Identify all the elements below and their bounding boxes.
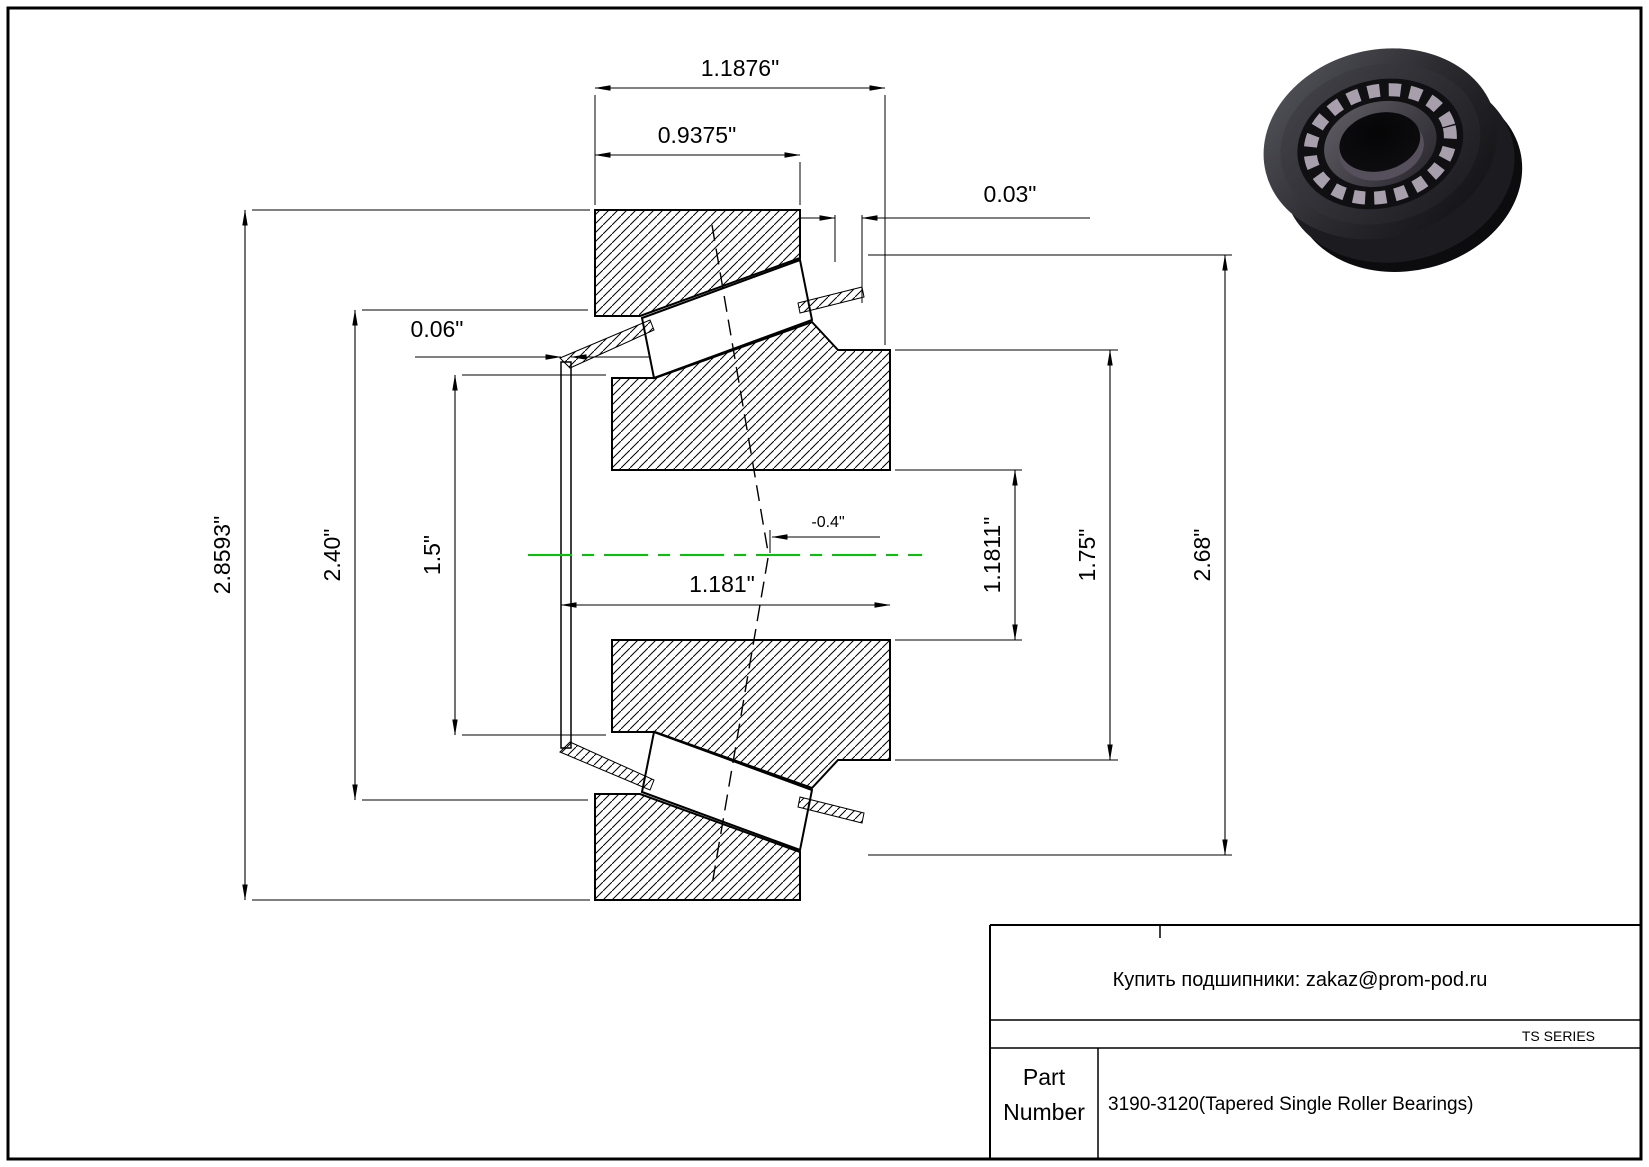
part-label-line2: Number — [1003, 1099, 1085, 1125]
label-cone-width: 1.181" — [689, 571, 755, 597]
extension-lines — [252, 95, 1232, 901]
vendor-note: Купить подшипники: zakaz@prom-pod.ru — [1113, 969, 1488, 991]
title-block: Купить подшипники: zakaz@prom-pod.ru TS … — [989, 924, 1641, 1159]
label-cup-outer-diameter: 2.8593" — [209, 516, 235, 595]
series-label: TS SERIES — [1522, 1028, 1595, 1044]
page-border — [6, 6, 1643, 1161]
bearing-cross-section — [559, 209, 891, 901]
dimension-labels: 1.1876" 0.9375" 0.03" 0.06" 2.8593" 2.40… — [209, 55, 1215, 597]
label-cup-width: 0.9375" — [658, 122, 737, 148]
label-cup-front-standout: 0.03" — [984, 181, 1037, 207]
label-overall-width: 1.1876" — [701, 55, 780, 81]
part-number-value: 3190-3120(Tapered Single Roller Bearings… — [1108, 1094, 1473, 1115]
cage-tab-top-left — [559, 319, 655, 369]
cage-lip-top-right — [797, 286, 865, 314]
roller-top — [640, 258, 814, 380]
label-cone-back-rib-diameter: 1.75" — [1074, 529, 1100, 582]
label-cup-raceway-diameter: 2.68" — [1189, 529, 1215, 582]
bearing-render-rollers — [1303, 83, 1457, 205]
dimension-lines — [242, 85, 1228, 901]
part-label-line1: Part — [1023, 1064, 1066, 1090]
label-cage-standout: 0.06" — [411, 316, 464, 342]
cage-lip-bottom-right — [797, 796, 865, 824]
bearing-3d-render — [1263, 48, 1523, 272]
cup-top-section — [594, 209, 801, 317]
cage-tab-bottom-left — [559, 741, 655, 791]
roller-bottom — [640, 730, 814, 852]
label-cone-front-rib-diameter: 1.5" — [419, 535, 445, 575]
label-effective-center-offset: -0.4" — [811, 514, 844, 531]
bearing-render-bore — [1339, 112, 1421, 172]
roller-axis-top — [711, 224, 769, 553]
cup-bottom-section — [594, 793, 801, 901]
label-bore-diameter: 1.1811" — [979, 517, 1005, 594]
roller-axis-bottom — [711, 557, 769, 886]
label-outer-ring-inner-diameter: 2.40" — [319, 529, 345, 582]
